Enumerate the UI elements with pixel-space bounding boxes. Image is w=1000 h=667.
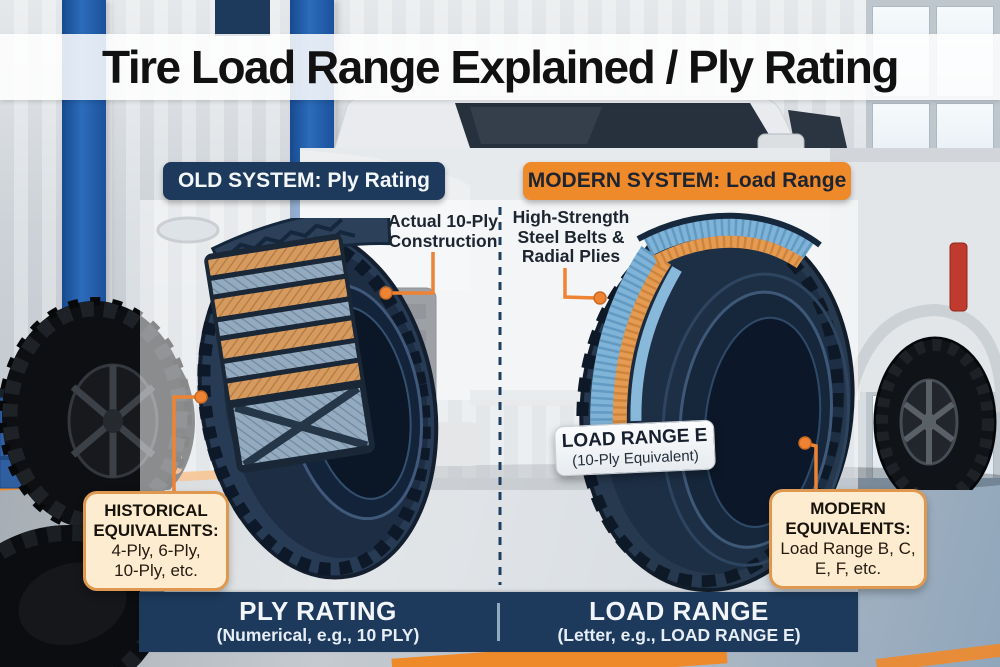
ceiling-beam (215, 0, 270, 36)
door-window-pane (872, 394, 930, 486)
old-system-badge: OLD SYSTEM: Ply Rating (163, 162, 445, 200)
modern-equivalents-list: Load Range B, C, E, F, etc. (780, 539, 916, 579)
historical-equivalents-heading: HISTORICAL EQUIVALENTS: (93, 501, 219, 541)
historical-equivalents-box: HISTORICAL EQUIVALENTS: 4-Ply, 6-Ply, 10… (83, 491, 229, 592)
door-window-pane (872, 200, 930, 292)
historical-equivalents-list: 4-Ply, 6-Ply, 10-Ply, etc. (111, 541, 201, 581)
door-window-pane (936, 200, 994, 292)
title-band: Tire Load Range Explained / Ply Rating (0, 34, 1000, 100)
footer-ply-rating-subtitle: (Numerical, e.g., 10 PLY) (216, 625, 420, 646)
footer-load-range: LOAD RANGE (Letter, e.g., LOAD RANGE E) (500, 592, 858, 652)
callout-steel-belts: High-Strength Steel Belts & Radial Plies (512, 207, 630, 267)
callout-actual-construction: Actual 10-Ply Construction (388, 211, 498, 251)
footer-summary-bar: PLY RATING (Numerical, e.g., 10 PLY) LOA… (139, 592, 858, 652)
load-range-banner: LOAD RANGE E (10-Ply Equivalent) (553, 419, 717, 477)
door-window-pane (936, 297, 994, 389)
door-window-pane (872, 103, 930, 195)
door-window-pane (936, 394, 994, 486)
footer-divider (497, 603, 500, 641)
modern-system-badge: MODERN SYSTEM: Load Range (523, 162, 851, 200)
footer-load-range-title: LOAD RANGE (589, 595, 769, 626)
modern-equivalents-heading: MODERN EQUIVALENTS: (785, 499, 911, 539)
modern-equivalents-box: MODERN EQUIVALENTS: Load Range B, C, E, … (769, 489, 927, 590)
footer-ply-rating: PLY RATING (Numerical, e.g., 10 PLY) (139, 592, 497, 652)
footer-ply-rating-title: PLY RATING (239, 595, 397, 626)
footer-load-range-subtitle: (Letter, e.g., LOAD RANGE E) (557, 625, 801, 646)
door-window-pane (872, 297, 930, 389)
door-window-pane (936, 103, 994, 195)
page-title: Tire Load Range Explained / Ply Rating (102, 41, 899, 93)
